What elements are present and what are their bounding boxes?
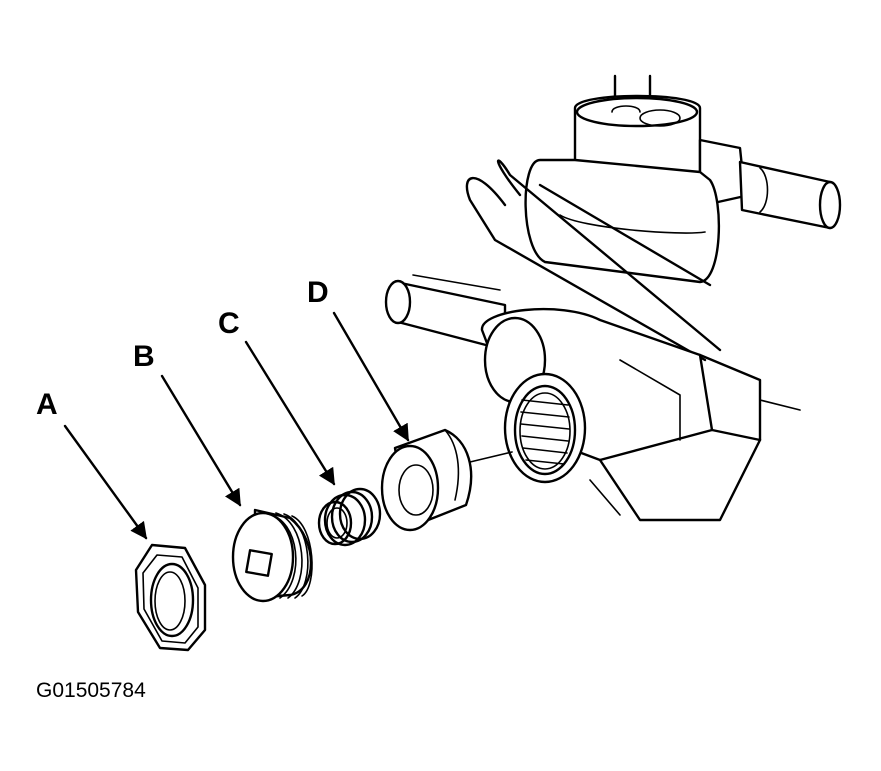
leader-arrow-a [63, 424, 148, 540]
figure-id: G01505784 [36, 679, 146, 702]
callout-c: C [218, 307, 240, 340]
gearbox-housing [384, 74, 842, 522]
callout-d: D [307, 276, 329, 309]
part-d-rack-guide [380, 428, 473, 532]
callout-b: B [133, 340, 155, 373]
leader-arrow-d [332, 311, 410, 442]
part-a-locknut [134, 543, 207, 652]
leader-arrows [63, 311, 410, 540]
callout-a: A [36, 388, 58, 421]
part-c-spring [317, 487, 382, 547]
leader-arrow-b [160, 374, 242, 507]
threaded-port [503, 372, 587, 484]
part-b-rack-guide-screw [231, 508, 313, 603]
leader-arrow-c [244, 340, 336, 486]
hex-socket [245, 549, 273, 577]
